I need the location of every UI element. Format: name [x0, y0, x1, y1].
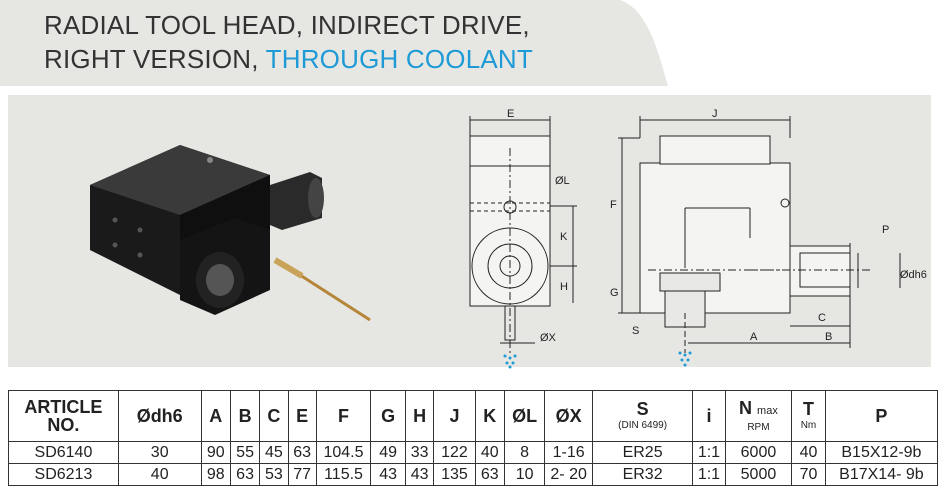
col-i: i — [692, 390, 726, 442]
col-e: E — [287, 390, 317, 442]
dim-dh6-label: Ødh6 — [900, 269, 927, 281]
table-cell: 49 — [370, 441, 406, 464]
col-n-sub: RPM — [747, 421, 770, 433]
title-line-2: RIGHT VERSION, THROUGH COOLANT — [44, 42, 533, 76]
table-cell: 1-16 — [544, 441, 594, 464]
table-cell: 30 — [117, 441, 202, 464]
table-cell: 5000 — [724, 463, 793, 486]
table-cell: 104.5 — [315, 441, 372, 464]
table-cell: 40 — [474, 441, 505, 464]
table-cell: 40 — [791, 441, 826, 464]
col-x: ØX — [544, 390, 594, 442]
page-title: RADIAL TOOL HEAD, INDIRECT DRIVE, RIGHT … — [44, 8, 533, 76]
col-t-label: T — [802, 399, 814, 419]
table-cell: 115.5 — [315, 463, 372, 486]
dim-a-label: A — [750, 331, 758, 343]
dim-h-label: H — [560, 281, 568, 293]
col-g: G — [370, 390, 406, 442]
col-dh6: Ødh6 — [117, 390, 202, 442]
dim-c-label: C — [818, 312, 826, 324]
table-cell: 135 — [433, 463, 476, 486]
title-line-1: RADIAL TOOL HEAD, INDIRECT DRIVE, — [44, 10, 530, 40]
col-j: J — [433, 390, 476, 442]
col-b: B — [229, 390, 261, 442]
table-row: SD6213 40 98 63 53 77 115.5 43 43 135 63… — [8, 463, 939, 486]
table-cell: 8 — [503, 441, 546, 464]
table-cell: B15X12-9b — [824, 441, 939, 464]
table-cell: 43 — [404, 463, 435, 486]
table-cell: SD6140 — [8, 441, 119, 464]
col-n-sup: max — [757, 404, 778, 417]
dim-b-label: B — [825, 331, 832, 343]
col-s-sub: (DIN 6499) — [618, 420, 668, 431]
table-cell: 10 — [503, 463, 546, 486]
col-c: C — [259, 390, 289, 442]
table-cell: 70 — [791, 463, 826, 486]
col-l: ØL — [503, 390, 546, 442]
table-cell: 90 — [200, 441, 231, 464]
table-cell: 1:1 — [692, 463, 726, 486]
table-cell: ER32 — [592, 463, 694, 486]
col-article: ARTICLE NO. — [8, 390, 119, 442]
dim-dx-label: ØX — [540, 332, 557, 344]
product-photo — [90, 145, 371, 322]
title-accent: THROUGH COOLANT — [265, 44, 533, 74]
table-cell: 63 — [229, 463, 261, 486]
col-a: A — [200, 390, 231, 442]
table-cell: 63 — [474, 463, 505, 486]
table-cell: 2- 20 — [544, 463, 594, 486]
col-h: H — [404, 390, 435, 442]
table-cell: 55 — [229, 441, 261, 464]
dim-dl-label: ØL — [555, 175, 570, 187]
table-cell: 40 — [117, 463, 202, 486]
table-cell: 122 — [433, 441, 476, 464]
spec-table: ARTICLE NO. Ødh6 A B C E F G H J K ØL ØX… — [8, 390, 939, 486]
table-cell: 1:1 — [692, 441, 726, 464]
table-header-row: ARTICLE NO. Ødh6 A B C E F G H J K ØL ØX… — [8, 390, 939, 442]
col-t-sub: Nm — [800, 420, 817, 431]
table-cell: ER25 — [592, 441, 694, 464]
col-k: K — [474, 390, 505, 442]
table-row: SD6140 30 90 55 45 63 104.5 49 33 122 40… — [8, 441, 939, 464]
dim-s-label: S — [632, 325, 639, 337]
dim-j-label: J — [712, 108, 718, 120]
header-band — [0, 0, 668, 86]
dim-f-label: F — [610, 199, 617, 211]
table-cell: 45 — [259, 441, 289, 464]
table-cell: 43 — [370, 463, 406, 486]
dim-e-label: E — [507, 108, 514, 120]
title-line-2-prefix: RIGHT VERSION, — [44, 44, 266, 74]
table-cell: 6000 — [724, 441, 793, 464]
col-n-label: N — [739, 397, 753, 418]
dim-k-label: K — [560, 231, 568, 243]
side-view-drawing: J F G S P Ødh6 C A B — [610, 108, 927, 367]
table-cell: 77 — [287, 463, 317, 486]
table-cell: B17X14- 9b — [824, 463, 939, 486]
col-p: P — [824, 390, 939, 442]
front-view-drawing: E ØL K H ØX — [469, 108, 577, 369]
table-cell: 63 — [287, 441, 317, 464]
table-cell: SD6213 — [8, 463, 119, 486]
table-cell: 33 — [404, 441, 435, 464]
dim-g-label: G — [610, 287, 619, 299]
col-f: F — [315, 390, 372, 442]
table-cell: 98 — [200, 463, 231, 486]
col-s-label: S — [636, 399, 649, 419]
dim-p-label: P — [882, 224, 889, 236]
col-s: S(DIN 6499) — [592, 390, 694, 442]
table-cell: 53 — [259, 463, 289, 486]
